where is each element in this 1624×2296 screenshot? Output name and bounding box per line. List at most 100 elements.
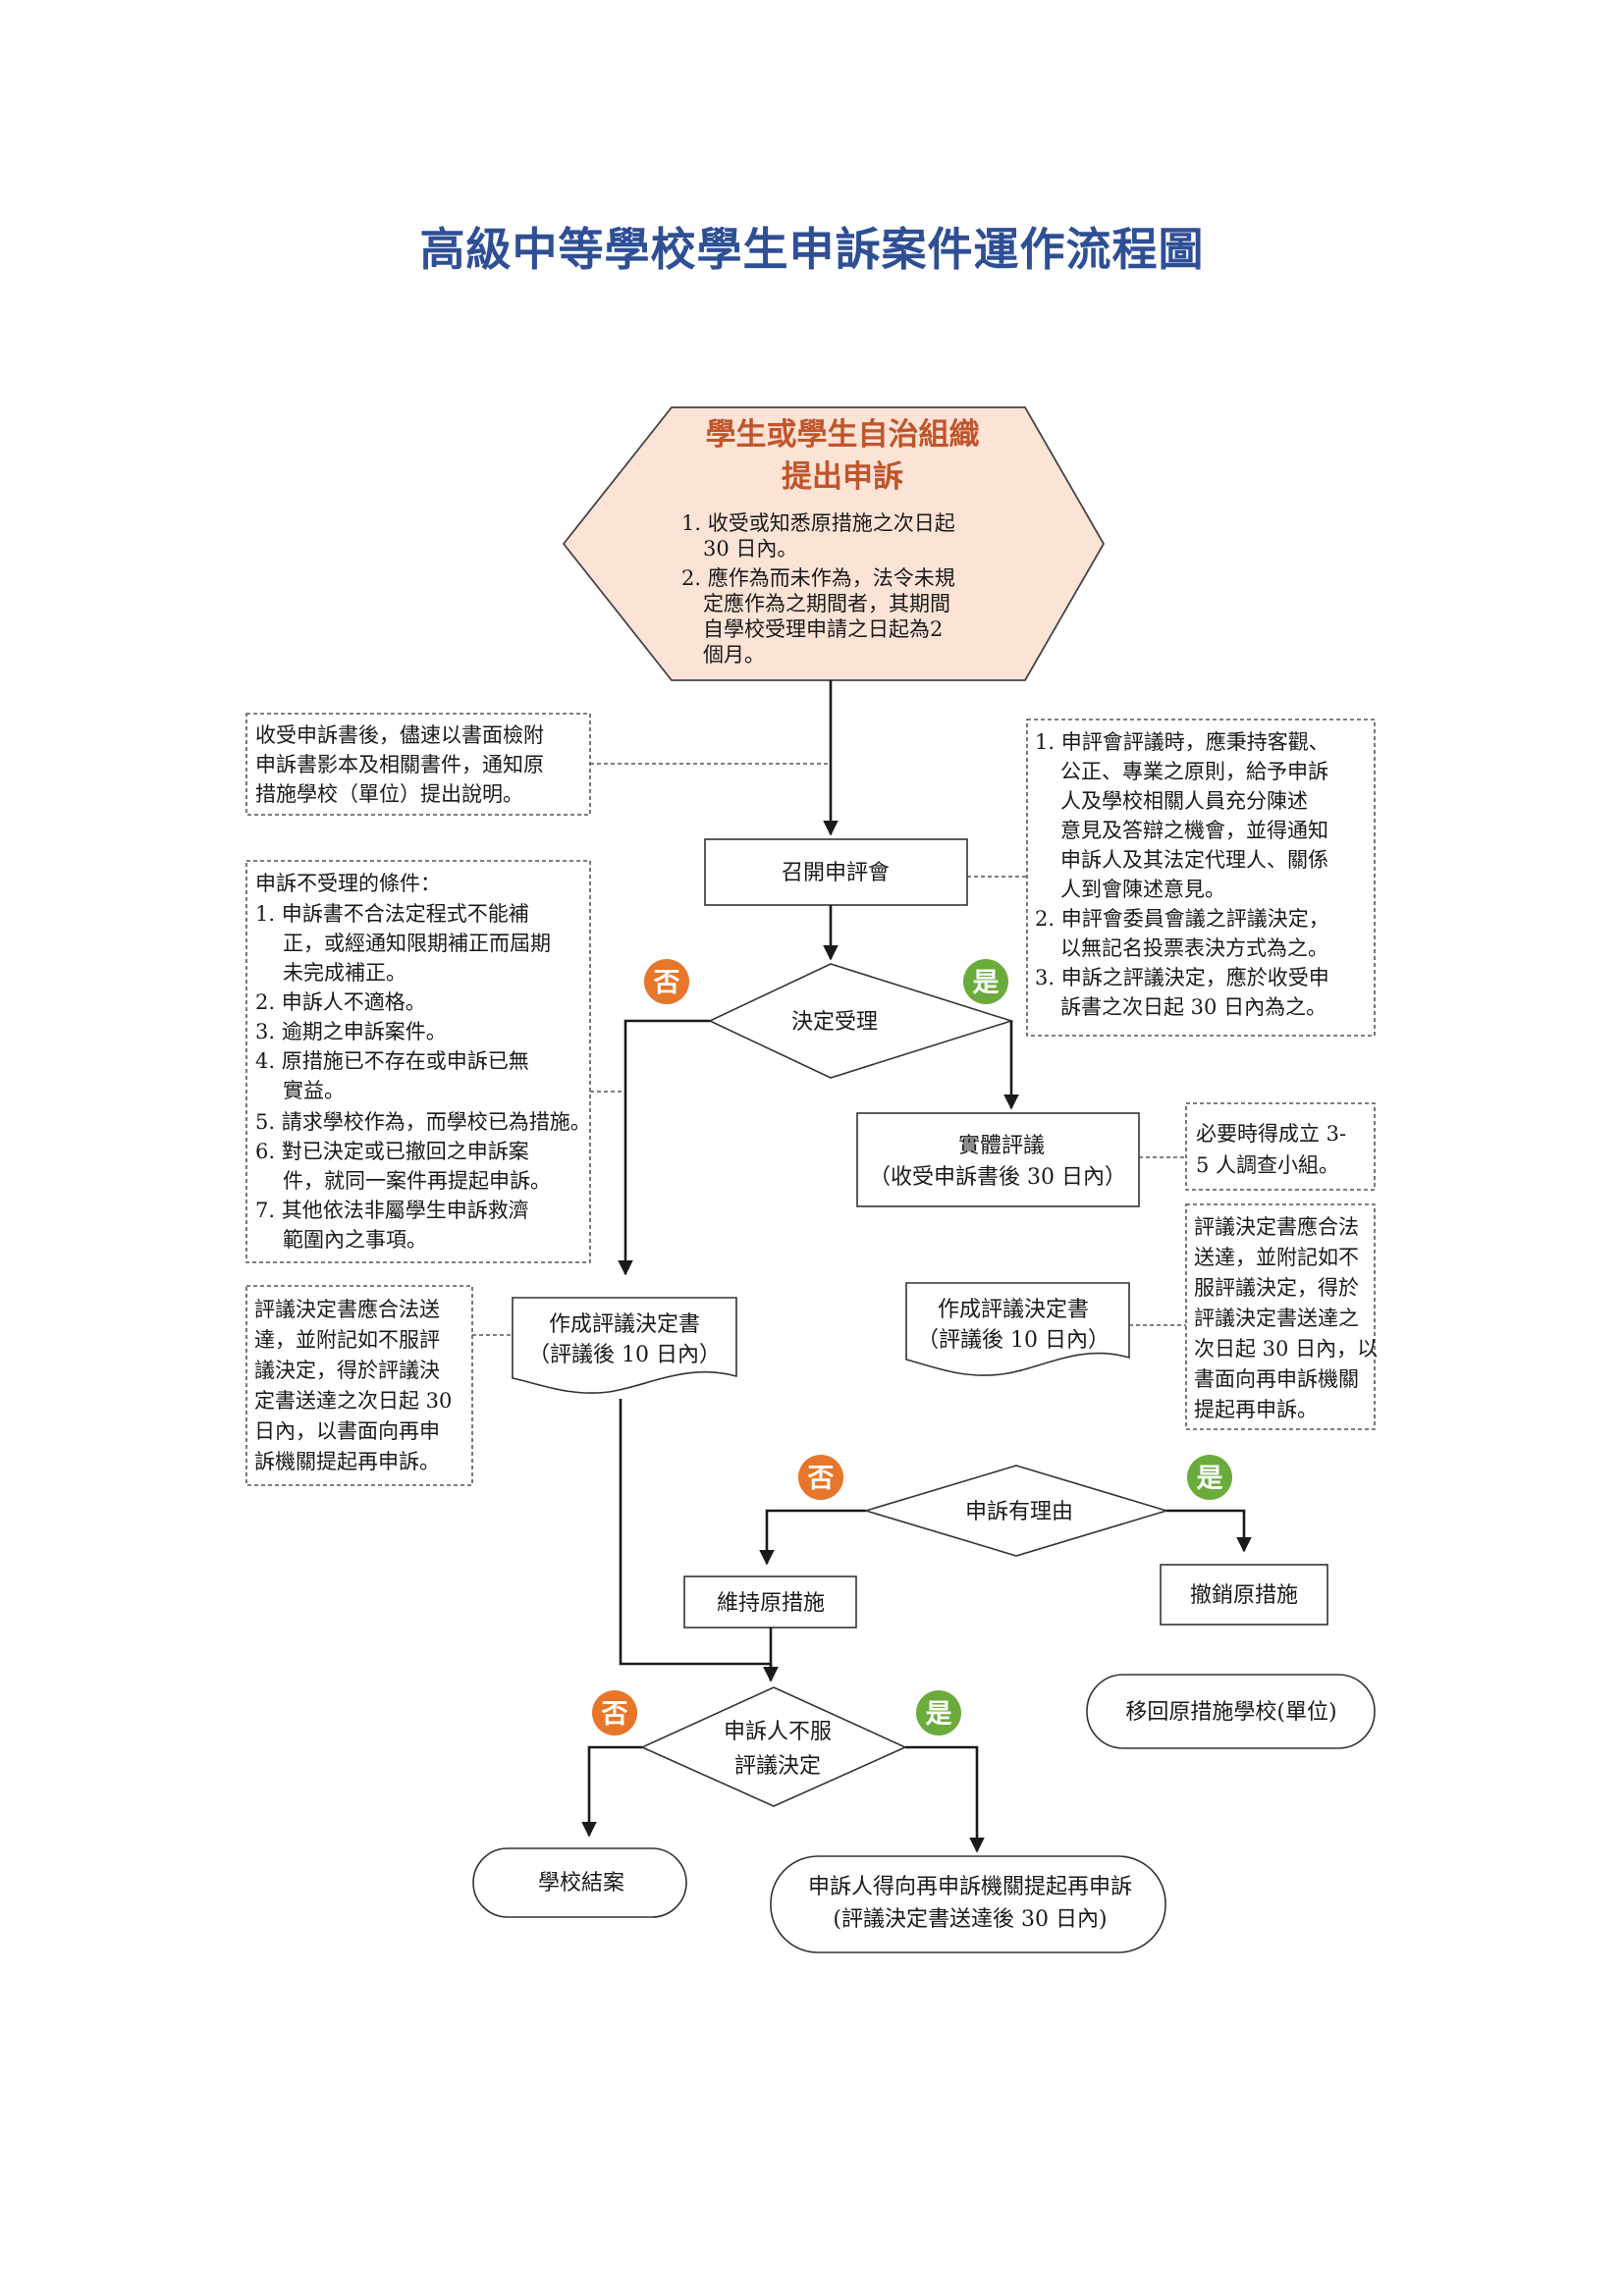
note-delivery-right-line: 次日起 30 日內，以 xyxy=(1194,1337,1378,1361)
note-review-line: 意見及答辯之機會，並得通知 xyxy=(1060,819,1328,842)
badge-no-disagree-label: 否 xyxy=(602,1699,628,1730)
start-body-line: 定應作為之期間者，其期間 xyxy=(703,592,950,615)
node-return-label: 移回原措施學校(單位) xyxy=(1125,1700,1336,1725)
note-investigation xyxy=(1185,1102,1376,1191)
badge-no-reasonable xyxy=(798,1455,843,1500)
node-doc-right xyxy=(905,1282,1130,1376)
edge-yes-disagree xyxy=(905,1745,985,1853)
edge-arrow xyxy=(619,1399,779,1682)
note-review-line: 2. 申評會委員會議之評議決定， xyxy=(1035,907,1329,931)
start-body-line: 1. 收受或知悉原措施之次日起 xyxy=(681,511,955,535)
decision-disagree-line2: 評議決定 xyxy=(734,1754,821,1779)
note-review-line: 申訴人及其法定代理人、關係 xyxy=(1060,848,1328,872)
note-reject-line: 申訴不受理的條件： xyxy=(255,872,441,895)
note-delivery-right-line: 評議決定書應合法 xyxy=(1194,1215,1359,1239)
node-convene xyxy=(704,838,968,906)
node-re-appeal-line2: (評議決定書送達後 30 日內) xyxy=(833,1907,1107,1932)
badge-yes-accept xyxy=(963,959,1008,1004)
node-maintain-label: 維持原措施 xyxy=(717,1591,825,1616)
note-review-line: 以無記名投票表決方式為之。 xyxy=(1060,936,1328,960)
note-notify-line: 申訴書影本及相關書件，通知原 xyxy=(255,753,544,776)
note-delivery-left-line: 評議決定書應合法送 xyxy=(254,1298,440,1321)
note-notify-line: 措施學校（單位）提出說明。 xyxy=(255,782,523,806)
note-review-line: 1. 申評會評議時，應秉持客觀、 xyxy=(1035,730,1329,754)
start-body-line: 個月。 xyxy=(703,643,765,667)
note-investigation-line: 5 人調查小組。 xyxy=(1196,1153,1339,1177)
note-review-line: 人及學校相關人員充分陳述 xyxy=(1060,789,1308,813)
note-delivery-right-line: 服評議決定，得於 xyxy=(1194,1276,1359,1300)
note-review-line: 公正、專業之原則，給予申訴 xyxy=(1060,760,1328,783)
note-delivery-left xyxy=(245,1285,473,1486)
note-delivery-left-line: 定書送達之次日起 30 xyxy=(254,1389,452,1413)
note-review-line: 訴書之次日起 30 日內為之。 xyxy=(1060,995,1326,1019)
start-body-line: 自學校受理申請之日起為2 xyxy=(703,617,943,641)
node-hearing xyxy=(856,1112,1140,1207)
node-revoke-label: 撤銷原措施 xyxy=(1190,1583,1298,1608)
edge-no-accept xyxy=(618,1019,710,1276)
start-title-line1: 學生或學生自治組織 xyxy=(706,417,980,453)
note-delivery-right-line: 提起再申訴。 xyxy=(1194,1398,1318,1421)
edge-no-disagree xyxy=(581,1745,642,1838)
node-revoke xyxy=(1160,1564,1328,1626)
note-reject-line: 1. 申訴書不合法定程式不能補 xyxy=(255,902,529,926)
note-reject-line: 正，或經通知限期補正而屆期 xyxy=(283,932,551,955)
start-body-line: 30 日內。 xyxy=(703,537,797,561)
note-reject-line: 2. 申訴人不適格。 xyxy=(255,990,426,1014)
badge-no-reasonable-label: 否 xyxy=(808,1464,835,1494)
node-doc-left-line2: （評議後 10 日內） xyxy=(528,1343,721,1367)
page-title: 高級中等學校學生申訴案件運作流程圖 xyxy=(419,223,1205,276)
start-hexagon xyxy=(562,406,1106,681)
node-close-label: 學校結案 xyxy=(538,1871,624,1896)
note-delivery-left-line: 議決定，得於評議決 xyxy=(254,1359,440,1382)
badge-yes-disagree xyxy=(916,1690,961,1735)
note-review-principles xyxy=(1026,719,1376,1037)
start-title-line2: 提出申訴 xyxy=(782,459,903,495)
note-reject-conditions xyxy=(245,860,591,1263)
note-reject-line: 5. 請求學校作為，而學校已為措施。 xyxy=(255,1110,591,1134)
badge-no-disagree xyxy=(592,1690,637,1735)
note-notify xyxy=(245,713,591,816)
node-hearing-line2: （收受申訴書後 30 日內） xyxy=(869,1165,1126,1190)
node-doc-left xyxy=(512,1297,737,1394)
node-return xyxy=(1086,1674,1376,1749)
node-doc-left-line1: 作成評議決定書 xyxy=(549,1312,700,1337)
note-delivery-right xyxy=(1185,1203,1376,1430)
node-hearing-line1: 實體評議 xyxy=(958,1134,1045,1158)
node-doc-right-line2: （評議後 10 日內） xyxy=(917,1328,1110,1353)
node-doc-right-line1: 作成評議決定書 xyxy=(938,1298,1089,1322)
decision-reasonable xyxy=(863,1465,1169,1557)
note-delivery-right-line: 書面向再申訴機關 xyxy=(1194,1367,1359,1391)
note-delivery-right-line: 送達，並附記如不 xyxy=(1194,1246,1359,1269)
note-reject-line: 件，就同一案件再提起申訴。 xyxy=(283,1169,551,1193)
start-body-line: 2. 應作為而未作為，法令未規 xyxy=(681,566,955,590)
edge-yes-reasonable xyxy=(1166,1509,1252,1553)
badge-no-accept xyxy=(644,959,689,1004)
note-reject-line: 4. 原措施已不存在或申訴已無 xyxy=(255,1049,529,1073)
note-delivery-left-line: 日內，以書面向再申 xyxy=(254,1419,440,1443)
note-delivery-left-line: 達，並附記如不服評 xyxy=(254,1328,440,1352)
decision-disagree xyxy=(640,1686,907,1807)
node-convene-label: 召開申評會 xyxy=(782,861,890,885)
note-reject-line: 7. 其他依法非屬學生申訴救濟 xyxy=(255,1199,529,1222)
note-review-line: 人到會陳述意見。 xyxy=(1060,878,1225,901)
decision-disagree-line1: 申訴人不服 xyxy=(724,1720,832,1744)
badge-yes-reasonable-label: 是 xyxy=(1197,1464,1223,1494)
note-delivery-right-line: 評議決定書送達之 xyxy=(1194,1307,1359,1330)
note-reject-line: 範圍內之事項。 xyxy=(283,1228,427,1252)
edge-no-reasonable xyxy=(759,1509,866,1566)
note-reject-line: 實益。 xyxy=(283,1079,345,1102)
note-delivery-left-line: 訴機關提起再申訴。 xyxy=(254,1450,440,1473)
badge-yes-accept-label: 是 xyxy=(973,968,1000,998)
decision-accept xyxy=(708,963,1014,1079)
note-reject-line: 6. 對已決定或已撤回之申訴案 xyxy=(255,1140,529,1163)
decision-accept-label: 決定受理 xyxy=(791,1010,878,1035)
note-reject-line: 未完成補正。 xyxy=(283,961,406,985)
badge-yes-disagree-label: 是 xyxy=(926,1699,952,1730)
note-reject-line: 3. 逾期之申訴案件。 xyxy=(255,1020,447,1043)
note-notify-line: 收受申訴書後，儘速以書面檢附 xyxy=(255,723,544,747)
note-investigation-line: 必要時得成立 3- xyxy=(1196,1122,1346,1146)
badge-yes-reasonable xyxy=(1187,1455,1232,1500)
node-re-appeal xyxy=(770,1855,1166,1953)
node-close xyxy=(472,1847,687,1918)
